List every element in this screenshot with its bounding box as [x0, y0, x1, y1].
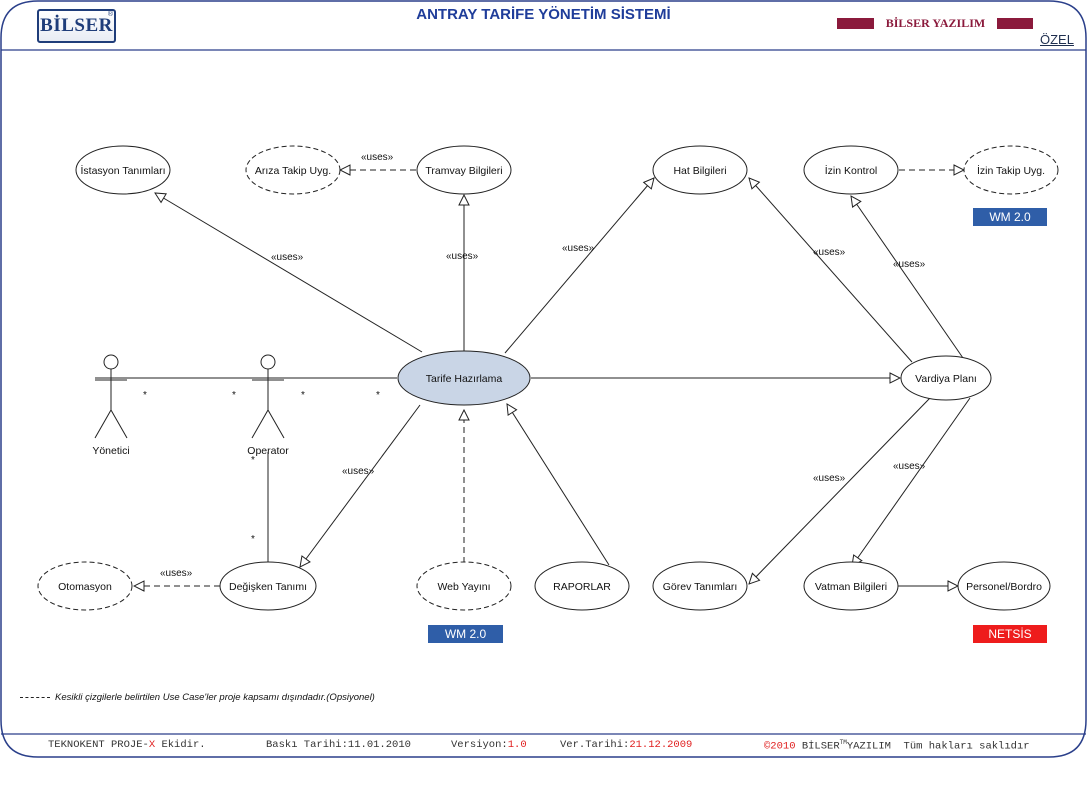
use-case-label: RAPORLAR — [553, 581, 611, 593]
multiplicity-mark: * — [232, 390, 236, 401]
use-case-vatman[interactable]: Vatman Bilgileri — [803, 561, 899, 611]
edge-tarife-hat — [504, 178, 654, 354]
footer-print-date: Baskı Tarihi:11.01.2010 — [266, 739, 411, 751]
use-case-web[interactable]: Web Yayını — [416, 561, 512, 611]
actor-yonetici[interactable] — [94, 354, 128, 439]
uses-label: «uses» — [361, 152, 394, 163]
use-case-label: Personel/Bordro — [966, 581, 1042, 593]
footer-version: Versiyon:1.0 — [451, 739, 527, 751]
uses-label: «uses» — [160, 568, 193, 579]
multiplicity-mark: * — [251, 534, 255, 545]
use-case-label: Web Yayını — [437, 581, 490, 593]
footer-copyright-year: ©2010 — [764, 740, 796, 753]
footer-project-x: X — [148, 739, 156, 751]
wm-badge-top: WM 2.0 — [973, 208, 1047, 226]
scope-note: Kesikli çizgilerle belirtilen Use Case'l… — [20, 692, 375, 703]
netsis-badge: NETSİS — [973, 625, 1047, 643]
classification-link[interactable]: ÖZEL — [1040, 32, 1074, 47]
use-case-label: Değişken Tanımı — [229, 581, 307, 593]
bilser-logo: BİLSER ® — [37, 9, 116, 43]
uses-label: «uses» — [446, 251, 479, 262]
dashed-line-legend — [20, 696, 50, 698]
use-case-label: Görev Tanımları — [663, 581, 738, 593]
use-case-tramvay[interactable]: Tramvay Bilgileri — [416, 145, 512, 195]
use-case-label: Tarife Hazırlama — [426, 373, 503, 385]
brand-banner: BİLSER YAZILIM — [837, 16, 1033, 30]
use-case-vardiya[interactable]: Vardiya Planı — [900, 355, 992, 401]
edge-raporlar-tarife — [507, 404, 610, 566]
edge-tarife-degisken — [300, 404, 421, 567]
use-case-label: Otomasyon — [58, 581, 112, 593]
actor-label-operator: Operator — [247, 445, 289, 457]
edge-vardiya-hat — [749, 178, 913, 363]
footer-version-value: 1.0 — [507, 739, 527, 751]
use-case-label: Arıza Takip Uyg. — [255, 165, 331, 177]
use-case-label: Hat Bilgileri — [673, 165, 726, 177]
use-case-label: İzin Takip Uyg. — [977, 164, 1045, 177]
multiplicity-mark: * — [143, 390, 147, 401]
footer-version-date-label: Ver.Tarihi: — [560, 739, 630, 751]
use-case-tarife[interactable]: Tarife Hazırlama — [397, 350, 531, 406]
use-case-izin-kontrol[interactable]: İzin Kontrol — [803, 145, 899, 195]
logo-text: BİLSER — [40, 15, 113, 36]
footer-project-text: TEKNOKENT PROJE- — [48, 739, 149, 751]
use-case-personel[interactable]: Personel/Bordro — [957, 561, 1051, 611]
use-case-label: Vardiya Planı — [915, 373, 977, 385]
use-case-raporlar[interactable]: RAPORLAR — [534, 561, 630, 611]
use-case-label: İzin Kontrol — [825, 164, 878, 177]
use-case-label: Vatman Bilgileri — [815, 581, 887, 593]
edge-tarife-istasyon — [155, 193, 423, 353]
use-case-label: İstasyon Tanımları — [80, 164, 165, 177]
wm-badge-bottom: WM 2.0 — [428, 625, 503, 643]
footer-rights: YAZILIM Tüm hakları saklıdır — [846, 740, 1030, 753]
use-case-label: Tramvay Bilgileri — [425, 165, 502, 177]
edge-vardiya-gorev — [749, 397, 931, 584]
use-case-hat[interactable]: Hat Bilgileri — [652, 145, 748, 195]
footer-version-date: Ver.Tarihi:21.12.2009 — [560, 739, 692, 751]
brand-bar-right — [997, 18, 1033, 29]
footer-copyright: ©2010 BİLSERTMYAZILIM Tüm hakları saklıd… — [764, 739, 1030, 753]
scope-note-text: Kesikli çizgilerle belirtilen Use Case'l… — [55, 692, 375, 703]
footer-version-label: Versiyon: — [451, 739, 508, 751]
footer-project: TEKNOKENT PROJE-X Ekidir. — [48, 739, 206, 751]
multiplicity-mark: * — [376, 390, 380, 401]
use-case-ariza[interactable]: Arıza Takip Uyg. — [245, 145, 341, 195]
uses-label: «uses» — [893, 259, 926, 270]
footer-version-date-value: 21.12.2009 — [629, 739, 693, 751]
logo-registered-mark: ® — [107, 11, 113, 18]
use-case-diagram: «uses» «uses» «uses» «uses» «uses» «uses… — [37, 145, 1059, 611]
multiplicity-mark: * — [251, 455, 255, 466]
edge-vardiya-izin-kontrol — [851, 196, 964, 359]
footer-company: BİLSER — [795, 740, 840, 753]
uses-label: «uses» — [893, 461, 926, 472]
use-case-otomasyon[interactable]: Otomasyon — [37, 561, 133, 611]
footer-trademark: TM — [839, 739, 847, 746]
brand-bar-left — [837, 18, 874, 29]
use-case-gorev[interactable]: Görev Tanımları — [652, 561, 748, 611]
actor-operator[interactable] — [251, 354, 285, 439]
multiplicity-mark: * — [301, 390, 305, 401]
uses-label: «uses» — [813, 247, 846, 258]
uses-label: «uses» — [342, 466, 375, 477]
edge-vardiya-vatman — [852, 397, 971, 566]
footer-project-suffix: Ekidir. — [155, 739, 206, 751]
use-case-izin-takip[interactable]: İzin Takip Uyg. — [963, 145, 1059, 195]
use-case-degisken[interactable]: Değişken Tanımı — [219, 561, 317, 611]
footer: TEKNOKENT PROJE-X Ekidir. Baskı Tarihi:1… — [0, 739, 1087, 753]
actor-label-yonetici: Yönetici — [92, 445, 129, 457]
uses-label: «uses» — [271, 252, 304, 263]
uses-label: «uses» — [562, 243, 595, 254]
uses-label: «uses» — [813, 473, 846, 484]
brand-text: BİLSER YAZILIM — [885, 16, 986, 30]
page-title: ANTRAY TARİFE YÖNETİM SİSTEMİ — [416, 6, 671, 23]
use-case-istasyon[interactable]: İstasyon Tanımları — [75, 145, 171, 195]
